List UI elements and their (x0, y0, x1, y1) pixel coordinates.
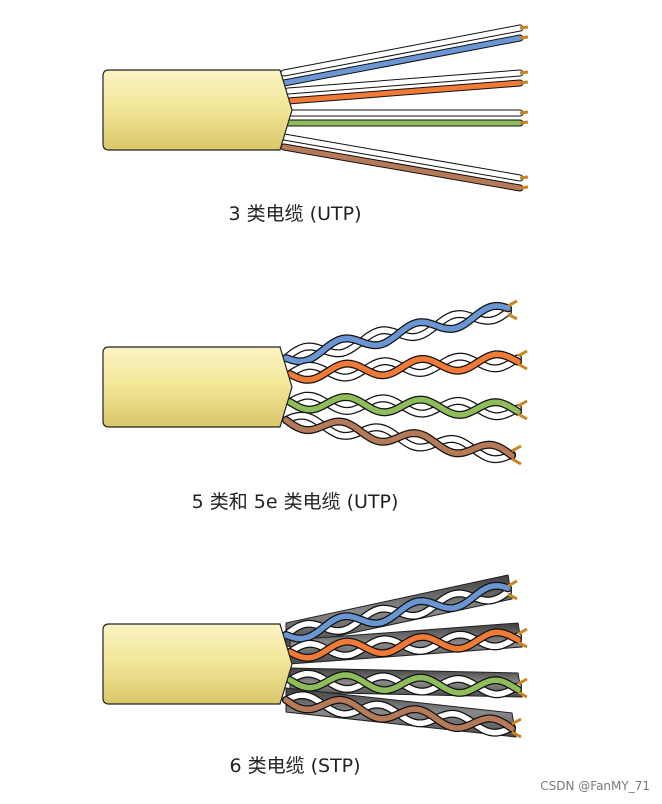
copper-tip (517, 640, 528, 649)
cat6-pair-green (286, 669, 528, 699)
cat6-pair-brown (282, 691, 522, 739)
cat5-pair-brown (282, 411, 522, 466)
copper-tip (507, 592, 518, 601)
cat3-pair-orange (284, 69, 529, 105)
copper-tip (507, 312, 518, 321)
copper-tip (507, 579, 518, 588)
copper-tip (507, 299, 518, 308)
cat6-pair-blue (282, 579, 518, 643)
copper-tip (517, 362, 528, 371)
copper-tip (519, 175, 529, 180)
cat5-caption: 5 类和 5e 类电缆 (UTP) (191, 491, 399, 513)
cat3-pair-green (284, 109, 529, 127)
copper-tip (517, 399, 528, 408)
cat3-pair-brown (280, 133, 529, 192)
copper-tip (519, 70, 529, 75)
watermark: CSDN @FanMY_71 (540, 779, 650, 793)
cat6-cable (102, 574, 528, 739)
copper-tip (517, 412, 528, 421)
copper-tip (519, 25, 529, 30)
copper-tip (511, 457, 522, 466)
cable-jacket (102, 69, 293, 151)
copper-tip (517, 349, 528, 358)
copper-tip (517, 627, 528, 636)
cable-jacket (102, 346, 293, 428)
copper-tip (517, 690, 528, 699)
cat5-pair-blue (282, 299, 518, 366)
copper-tip (519, 80, 529, 85)
copper-tip (511, 730, 522, 739)
copper-tip (519, 35, 529, 40)
cat6-caption: 6 类电缆 (STP) (229, 755, 361, 777)
cat5-pair-green (286, 391, 528, 421)
cat3-pair-blue (280, 24, 529, 87)
copper-tip (519, 110, 529, 115)
cat5-cable (102, 299, 528, 466)
copper-tip (519, 120, 529, 125)
cat3-cable (102, 24, 529, 192)
copper-tip (519, 185, 529, 190)
cat3-caption: 3 类电缆 (UTP) (228, 203, 362, 225)
cat6-pair-orange (286, 627, 528, 662)
cat5-pair-orange (286, 349, 528, 384)
copper-tip (517, 677, 528, 686)
copper-tip (511, 717, 522, 726)
cable-jacket (102, 623, 293, 705)
copper-tip (511, 444, 522, 453)
